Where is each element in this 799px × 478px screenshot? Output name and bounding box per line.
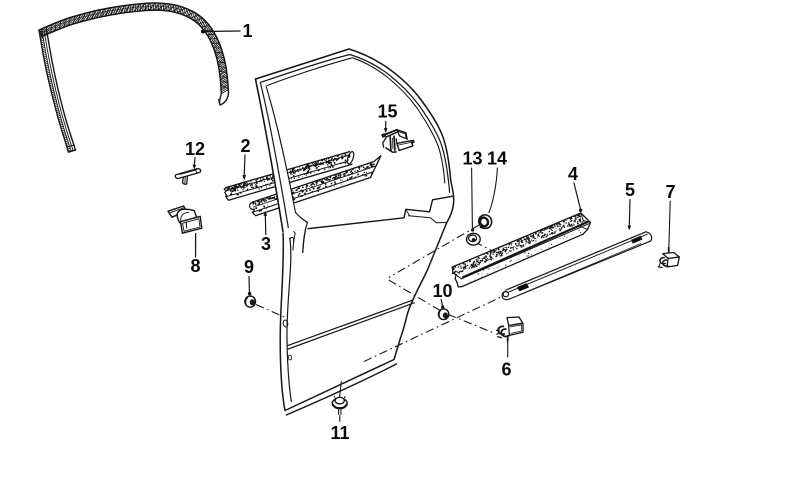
svg-text:14: 14 [487, 149, 507, 169]
svg-text:2: 2 [240, 136, 250, 156]
svg-text:7: 7 [665, 182, 675, 202]
svg-text:1: 1 [242, 21, 252, 41]
svg-text:15: 15 [377, 102, 397, 122]
svg-text:4: 4 [568, 164, 578, 184]
svg-text:5: 5 [625, 180, 635, 200]
svg-text:6: 6 [501, 360, 511, 380]
svg-text:3: 3 [261, 234, 271, 254]
svg-text:12: 12 [185, 139, 205, 159]
svg-text:9: 9 [244, 257, 254, 277]
svg-text:11: 11 [330, 423, 349, 443]
svg-text:8: 8 [190, 256, 200, 276]
svg-text:13: 13 [462, 149, 482, 169]
svg-text:10: 10 [432, 281, 452, 301]
